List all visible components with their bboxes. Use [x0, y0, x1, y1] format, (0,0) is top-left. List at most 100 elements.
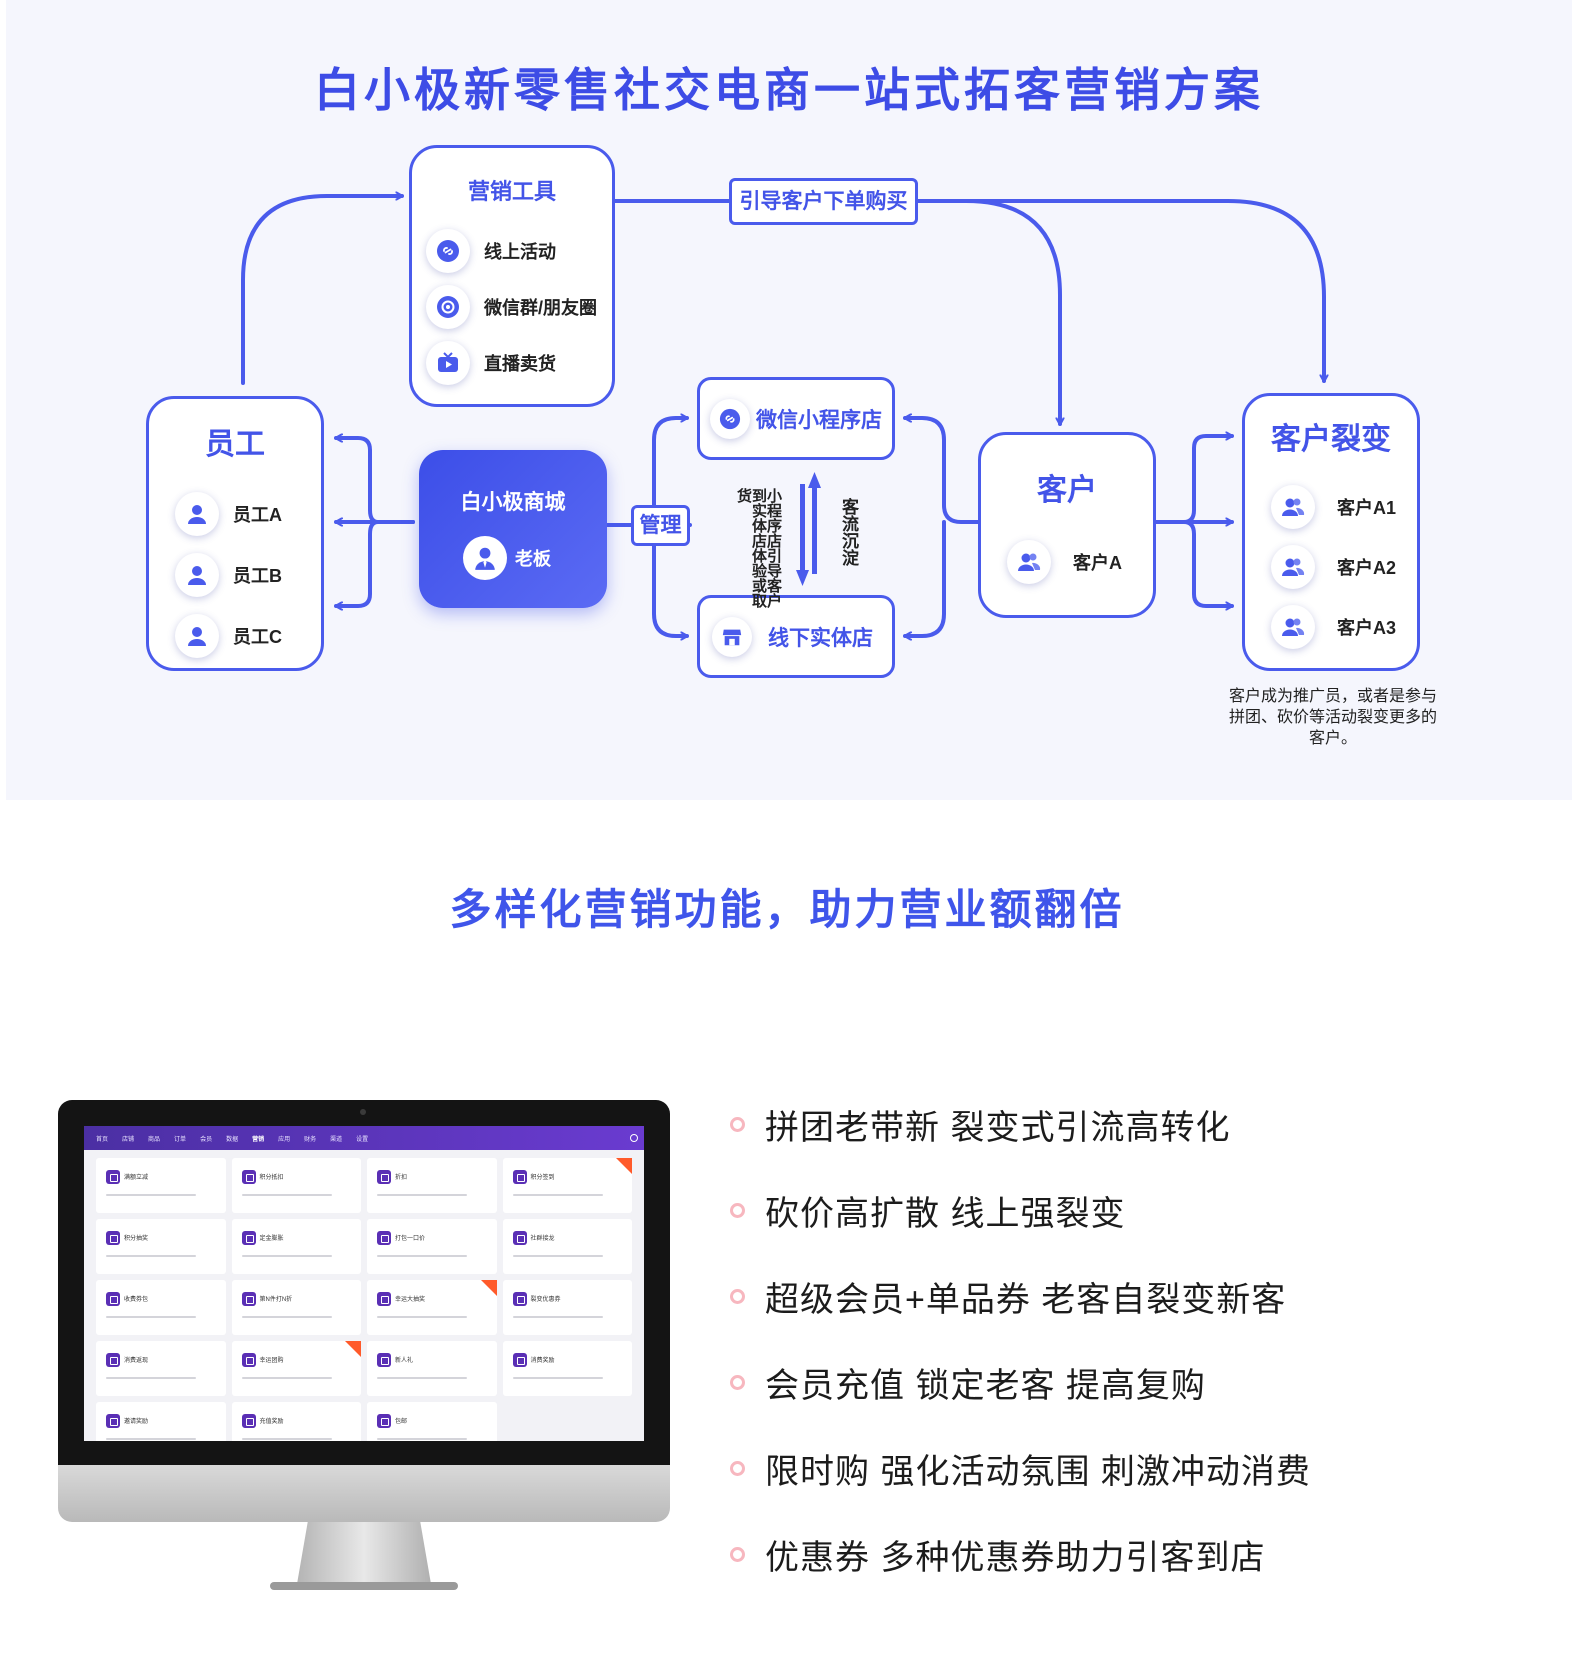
- marketing-card[interactable]: 社群接龙: [502, 1219, 632, 1274]
- marketing-card[interactable]: 消费返现: [96, 1341, 226, 1396]
- marketing-tool-icon: [512, 1292, 527, 1306]
- fission-item: 客户A2: [1271, 544, 1396, 590]
- card-description-line: [241, 1438, 332, 1440]
- screen-nav-item[interactable]: 营销: [252, 1136, 265, 1143]
- offline-store-box: 线下实体店: [697, 595, 895, 678]
- card-description-line: [377, 1316, 467, 1318]
- fission-item: 客户A3: [1271, 604, 1396, 650]
- marketing-card-name: 第N件打N折: [259, 1297, 293, 1303]
- mall-box: 白小极商城 老板: [419, 450, 607, 608]
- marketing-card[interactable]: 裂变优惠券: [502, 1280, 632, 1335]
- feature-item: 优惠券 多种优惠券助力引客到店: [730, 1530, 1265, 1579]
- users-icon: [1271, 485, 1315, 529]
- marketing-card[interactable]: 满额立减: [96, 1158, 226, 1213]
- marketing-tool-icon: [106, 1292, 120, 1306]
- user-icon: [175, 492, 219, 536]
- marketing-tool-icon: [106, 1170, 120, 1184]
- screen-nav-item[interactable]: 店铺: [122, 1136, 135, 1143]
- marketing-card-name: 充值奖励: [259, 1419, 284, 1425]
- offline-store-label: 线下实体店: [768, 627, 873, 650]
- marketing-card-name: 消费奖励: [530, 1358, 555, 1364]
- marketing-card[interactable]: 充值奖励: [231, 1402, 361, 1441]
- marketing-card-name: 积分签到: [530, 1175, 555, 1181]
- arrow-guide-to-fission: [916, 199, 1324, 383]
- marketing-card[interactable]: 包邮: [367, 1402, 497, 1441]
- marketing-tool-icon: [106, 1414, 120, 1428]
- staff-label: 员工C: [233, 627, 282, 647]
- moments-icon: [426, 285, 470, 329]
- card-description-line: [106, 1194, 196, 1196]
- screen-nav-item[interactable]: 首页: [96, 1136, 109, 1143]
- desktop-monitor: 首页 店铺 商品 订单 会员 数据 营销 应用 财务 渠道 设置 满额立减 积分抵扣 折扣 积分签到积分抽…: [58, 1100, 670, 1590]
- fission-label: 客户A2: [1337, 558, 1397, 578]
- monitor-stand: [297, 1522, 431, 1584]
- screen-nav-item[interactable]: 会员: [200, 1136, 213, 1143]
- page-title: 白小极新零售社交电商一站式拓客营销方案: [314, 64, 1264, 116]
- marketing-card[interactable]: 积分抽奖: [96, 1219, 226, 1274]
- hot-badge: [616, 1158, 632, 1174]
- marketing-tools-box: 营销工具 线上活动 微信群/朋友圈 直播卖货: [409, 145, 615, 407]
- mini-program-icon: [710, 399, 750, 439]
- card-description-line: [241, 1255, 332, 1257]
- marketing-card-name: 裂变优惠券: [530, 1297, 561, 1303]
- link-icon: [426, 229, 470, 273]
- marketing-tool-icon: [377, 1414, 391, 1428]
- bullet-circle-icon: [730, 1289, 745, 1304]
- staff-box: 员工 员工A 员工B 员工C: [146, 396, 324, 671]
- marketing-card[interactable]: 幸运团购: [231, 1341, 361, 1396]
- manage-tag: 管理: [631, 505, 690, 546]
- users-icon: [1271, 605, 1315, 649]
- card-description-line: [106, 1316, 196, 1318]
- screen-nav-item[interactable]: 应用: [278, 1136, 291, 1143]
- marketing-card-name: 积分抽奖: [124, 1236, 149, 1242]
- marketing-card-name: 新人礼: [395, 1358, 414, 1364]
- marketing-tool-icon: [512, 1353, 527, 1367]
- marketing-card-name: 收费券包: [124, 1297, 149, 1303]
- screen-nav-item[interactable]: 数据: [226, 1136, 239, 1143]
- card-description-line: [241, 1316, 332, 1318]
- marketing-card[interactable]: 邀请奖励: [96, 1402, 226, 1441]
- screen-nav-item[interactable]: 设置: [356, 1136, 369, 1143]
- marketing-card-name: 积分抵扣: [259, 1175, 284, 1181]
- guide-purchase-tag: 引导客户下单购买: [729, 178, 918, 225]
- bullet-circle-icon: [730, 1375, 745, 1390]
- screen-user-icon[interactable]: [630, 1134, 638, 1142]
- arrow-customer-to-fission: [1154, 436, 1234, 524]
- arrow-guide-to-customer: [916, 199, 1060, 426]
- staff-item: 员工B: [175, 552, 282, 598]
- customer-fission-box: 客户裂变 客户A1 客户A2 客户A3: [1242, 393, 1420, 671]
- marketing-tool-icon: [106, 1231, 120, 1245]
- marketing-card[interactable]: 积分签到: [502, 1158, 632, 1213]
- marketing-card[interactable]: 新人礼: [367, 1341, 497, 1396]
- arrow-customer-to-mini: [903, 418, 980, 524]
- screen-nav-item[interactable]: 商品: [148, 1136, 161, 1143]
- mall-title: 白小极商城: [460, 491, 566, 514]
- marketing-tool-icon: [512, 1170, 527, 1184]
- marketing-card[interactable]: 打包一口价: [367, 1219, 497, 1274]
- marketing-card-name: 幸运大抽奖: [395, 1297, 426, 1303]
- fission-title: 客户裂变: [1271, 423, 1391, 456]
- card-description-line: [377, 1377, 467, 1379]
- screen-nav-item[interactable]: 订单: [174, 1136, 187, 1143]
- screen-nav-item[interactable]: 渠道: [330, 1136, 343, 1143]
- card-description-line: [377, 1194, 467, 1196]
- marketing-card[interactable]: 第N件打N折: [231, 1280, 361, 1335]
- bullet-circle-icon: [730, 1203, 745, 1218]
- marketing-tool-icon: [241, 1231, 256, 1245]
- marketing-card[interactable]: 消费奖励: [502, 1341, 632, 1396]
- staff-item: 员工A: [175, 491, 282, 537]
- marketing-card[interactable]: 折扣: [367, 1158, 497, 1213]
- connector-lines: [241, 0, 1572, 800]
- marketing-card[interactable]: 积分抵扣: [231, 1158, 361, 1213]
- card-description-line: [512, 1194, 603, 1196]
- customer-title: 客户: [1037, 474, 1097, 507]
- screen-nav-item[interactable]: 财务: [304, 1136, 317, 1143]
- marketing-card[interactable]: 收费券包: [96, 1280, 226, 1335]
- marketing-card-name: 折扣: [395, 1175, 408, 1181]
- marketing-tool-icon: [241, 1414, 256, 1428]
- marketing-tool-icon: [106, 1353, 120, 1367]
- marketing-card[interactable]: 幸运大抽奖: [367, 1280, 497, 1335]
- marketing-card[interactable]: 定金膨胀: [231, 1219, 361, 1274]
- card-description-line: [106, 1438, 196, 1440]
- feature-text: 优惠券 多种优惠券助力引客到店: [765, 1539, 1266, 1577]
